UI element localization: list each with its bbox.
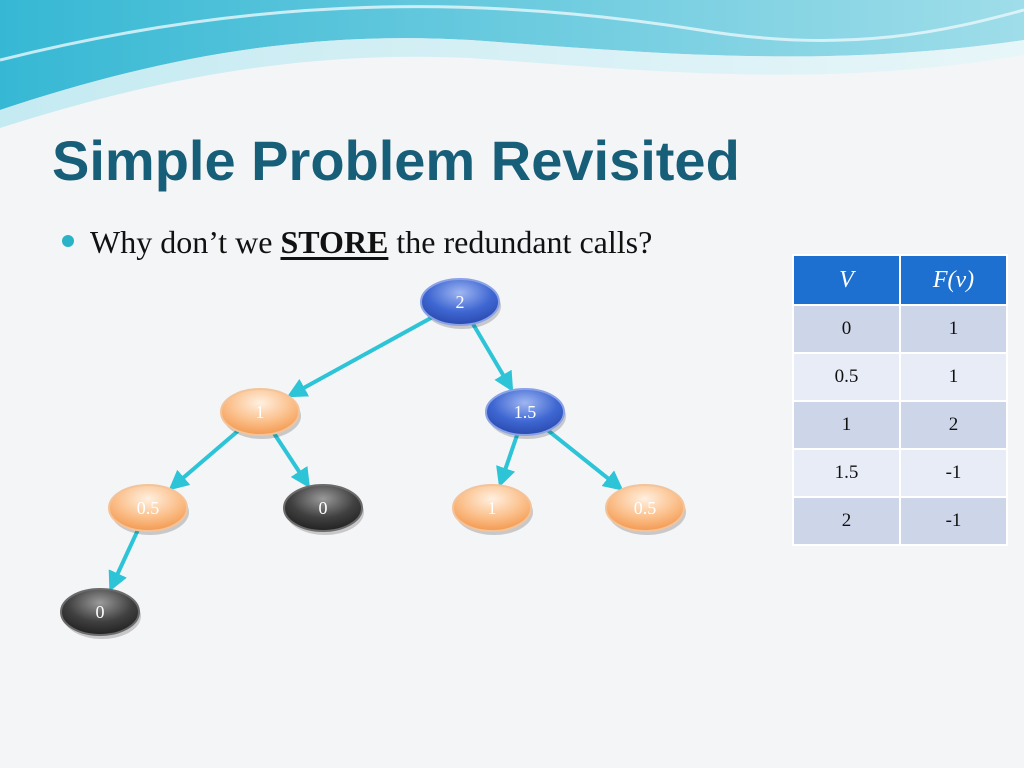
tree-node-ellipse (283, 484, 363, 532)
tree-edge-arrow (270, 429, 311, 489)
tree-node: 2 (420, 278, 501, 329)
tree-node: 1.5 (485, 388, 566, 439)
bullet-item: Why don’t we STORE the redundant calls? (62, 224, 652, 261)
tree-edge-arrow (286, 314, 436, 398)
tree-node-label: 0 (96, 602, 105, 622)
table-cell-fv: -1 (899, 496, 1008, 546)
tree-edge-arrow (168, 426, 243, 491)
recursion-tree-diagram: 2 1 1.5 0.5 0 1 0.5 0 (60, 278, 686, 639)
tree-node-label: 1 (256, 402, 265, 422)
tree-edges (108, 314, 624, 592)
table-cell-v: 1.5 (792, 448, 901, 498)
table-cell-v: 0 (792, 304, 901, 354)
tree-edge-arrow (108, 525, 142, 592)
bullet-dot-icon (62, 234, 74, 247)
table-row: 1.5 -1 (792, 448, 1008, 498)
tree-node: 0.5 (605, 484, 686, 535)
tree-node: 0.5 (108, 484, 189, 535)
tree-node: 1 (452, 484, 533, 535)
tree-node-ellipse (220, 388, 300, 436)
memo-table-header-row: V F(v) (792, 254, 1008, 306)
table-cell-fv: 1 (899, 352, 1008, 402)
table-cell-v: 2 (792, 496, 901, 546)
tree-edge-arrow (496, 430, 521, 488)
tree-node-label: 0.5 (137, 498, 160, 518)
slide-title: Simple Problem Revisited (52, 129, 740, 192)
tree-node: 0 (283, 484, 364, 535)
table-cell-v: 1 (792, 400, 901, 450)
memo-table-header-v: V (792, 254, 901, 306)
memo-table: V F(v) 0 1 0.5 1 1 2 1.5 -1 2 -1 (792, 254, 1008, 546)
tree-node-label: 1 (488, 498, 497, 518)
tree-edge-arrow (469, 319, 514, 393)
tree-edge-arrow (543, 426, 624, 491)
table-row: 0 1 (792, 304, 1008, 354)
tree-node-ellipse (420, 278, 500, 326)
tree-node: 0 (60, 588, 141, 639)
tree-node-ellipse (605, 484, 685, 532)
bullet-text-emphasis: STORE (280, 224, 389, 260)
tree-node: 1 (220, 388, 301, 439)
tree-node-label: 0.5 (634, 498, 657, 518)
tree-node-ellipse (485, 388, 565, 436)
table-row: 2 -1 (792, 496, 1008, 546)
bullet-text-before: Why don’t we (90, 224, 281, 260)
table-cell-fv: 1 (899, 304, 1008, 354)
table-row: 0.5 1 (792, 352, 1008, 402)
table-cell-v: 0.5 (792, 352, 901, 402)
table-cell-fv: -1 (899, 448, 1008, 498)
table-cell-fv: 2 (899, 400, 1008, 450)
table-row: 1 2 (792, 400, 1008, 450)
tree-node-label: 1.5 (514, 402, 537, 422)
tree-node-label: 2 (456, 292, 465, 312)
background-waves (0, 0, 1024, 128)
tree-nodes: 2 1 1.5 0.5 0 1 0.5 0 (60, 278, 686, 639)
tree-node-label: 0 (319, 498, 328, 518)
tree-node-ellipse (60, 588, 140, 636)
bullet-text-after: the redundant calls? (388, 224, 653, 260)
tree-node-ellipse (452, 484, 532, 532)
tree-node-ellipse (108, 484, 188, 532)
memo-table-header-fv: F(v) (899, 254, 1008, 306)
